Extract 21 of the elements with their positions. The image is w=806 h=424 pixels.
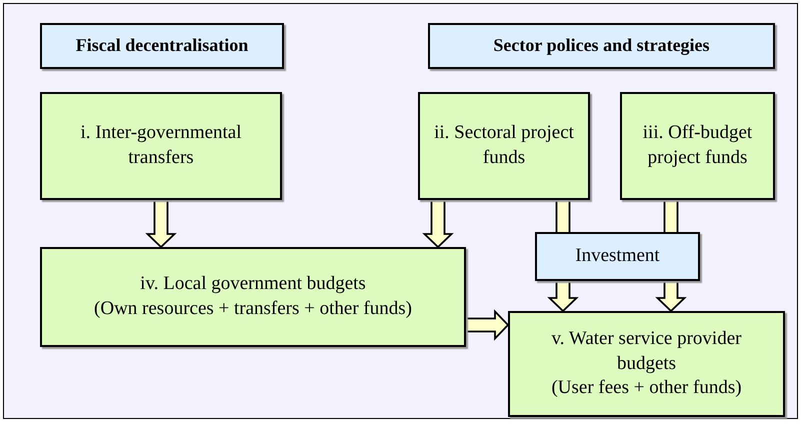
fund-box (418, 92, 590, 200)
box-title: v. Water service provider budgets (550, 326, 742, 376)
box-title: iv. Local government budgets (140, 272, 366, 296)
box-title: Investment (575, 244, 660, 268)
box-title: iii. Off-budget project funds (642, 121, 754, 170)
block-arrow (422, 199, 454, 248)
box-title: ii. Sectoral project funds (433, 121, 575, 170)
fund-box (508, 311, 785, 417)
box-note: (User fees + other funds) (551, 376, 742, 400)
box-title: i. Inter-governmental transfers (79, 121, 243, 170)
box-title: Sector polices and strategies (493, 34, 710, 58)
fund-box (40, 92, 282, 200)
heading-box (428, 23, 775, 69)
box-note: (Own resources + transfers + other funds) (94, 297, 412, 321)
block-arrow (465, 309, 510, 341)
heading-box (40, 23, 284, 69)
label-box (535, 232, 700, 281)
fund-box (40, 247, 466, 347)
box-title: Fiscal decentralisation (76, 34, 248, 58)
fund-box (620, 92, 775, 200)
block-arrow (145, 199, 177, 248)
